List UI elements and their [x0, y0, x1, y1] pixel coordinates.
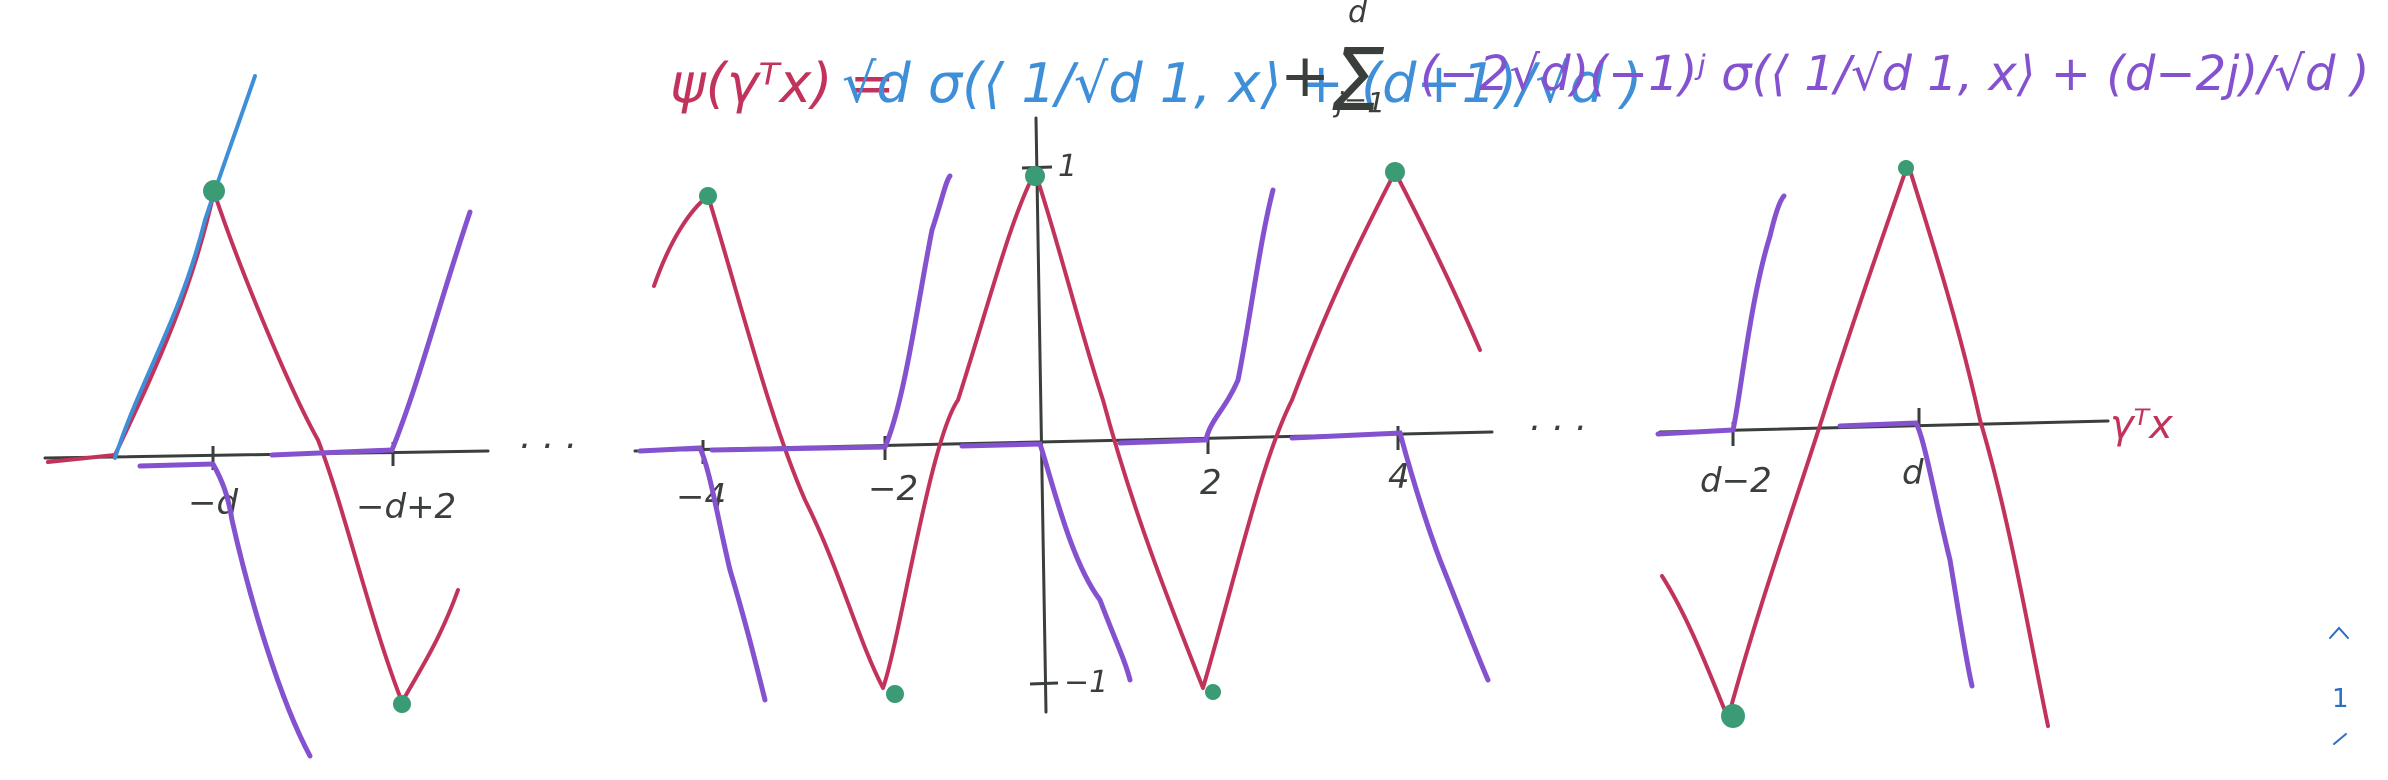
formula-plus: +: [1280, 41, 1330, 111]
y-tick-bottom-mark: [1029, 681, 1059, 686]
tick-label-d-minus-2: d−2: [1700, 461, 1772, 501]
blue-curve-group: [113, 74, 257, 460]
purple-flat-left-2: [269, 209, 473, 458]
page-number: 1: [2332, 684, 2349, 714]
purple-rise-2: [1117, 187, 1276, 446]
formula-lhs: ψ(γᵀx) =: [670, 52, 895, 115]
page-slash-icon: [2333, 733, 2347, 745]
x-axis-ellipsis-right: · · ·: [1528, 408, 1585, 449]
y-tick-top-label: 1: [1058, 149, 1077, 184]
purple-flat-left: [137, 461, 313, 759]
chevron-up-icon[interactable]: [2328, 622, 2350, 644]
y-axis: [1034, 116, 1048, 714]
red-curve-group: [46, 162, 2050, 728]
y-axis-group: 1 −1: [1021, 116, 1108, 714]
marker-peak-neg-d: [203, 180, 225, 202]
tick-label-2: 2: [1200, 463, 1222, 503]
purple-drop-neg-4: [637, 445, 768, 703]
tick-label-d: d: [1902, 453, 1924, 493]
tick-label-neg-d-plus-2: −d+2: [356, 487, 456, 527]
formula-term2: (−2√d)(−1)ʲ σ(⟨ 1/√d 1, x⟩ + (d−2j)/√d ): [1420, 46, 2369, 102]
marker-trough-d-minus-2: [1721, 704, 1745, 728]
y-tick-bottom-label: −1: [1064, 665, 1108, 700]
tick-label-4: 4: [1388, 457, 1410, 497]
x-axis-group: · · · · · · γᵀx: [43, 402, 2173, 467]
red-curve-middle: [652, 170, 1482, 690]
formula-sum-lower: j=1: [1332, 86, 1385, 119]
purple-drop-d: [1837, 420, 1975, 689]
formula: ψ(γᵀx) = √d σ(⟨ 1/√d 1, x⟩ + (d+1)/√d ) …: [670, 0, 2369, 131]
marker-trough-neg-2: [886, 685, 904, 703]
red-curve-left: [46, 190, 460, 704]
purple-rise-d-minus-2: [1655, 193, 1787, 437]
marker-trough-neg-d-plus-2: [393, 695, 411, 713]
marker-peak-d: [1898, 160, 1914, 176]
tick-label-neg-2: −2: [868, 469, 918, 509]
purple-rise-neg-2: [709, 173, 953, 453]
x-axis-ellipsis-left: · · ·: [518, 426, 575, 467]
x-axis-label: γᵀx: [2110, 402, 2173, 448]
formula-sum-symbol: Σ: [1330, 31, 1385, 131]
x-ticks: −d −d+2 −4 −2 2 4 d−2 d: [188, 408, 1924, 527]
purple-drop-0: [959, 441, 1133, 683]
marker-peak-4: [1385, 162, 1405, 182]
page-navigator: 1: [2320, 622, 2360, 762]
formula-term1: √d σ(⟨ 1/√d 1, x⟩ + (d+1)/√d ): [842, 52, 1642, 115]
red-curve-right: [1660, 162, 2050, 728]
marker-trough-2: [1205, 684, 1221, 700]
blue-curve: [113, 74, 257, 460]
marker-group: [203, 160, 1914, 728]
x-axis-left-segment: [43, 449, 490, 460]
formula-sum-upper: d: [1348, 0, 1368, 30]
marker-peak-neg-4: [699, 187, 717, 205]
marker-peak-0: [1025, 166, 1045, 186]
purple-curve-group: [137, 173, 1975, 759]
purple-drop-4: [1289, 430, 1491, 683]
